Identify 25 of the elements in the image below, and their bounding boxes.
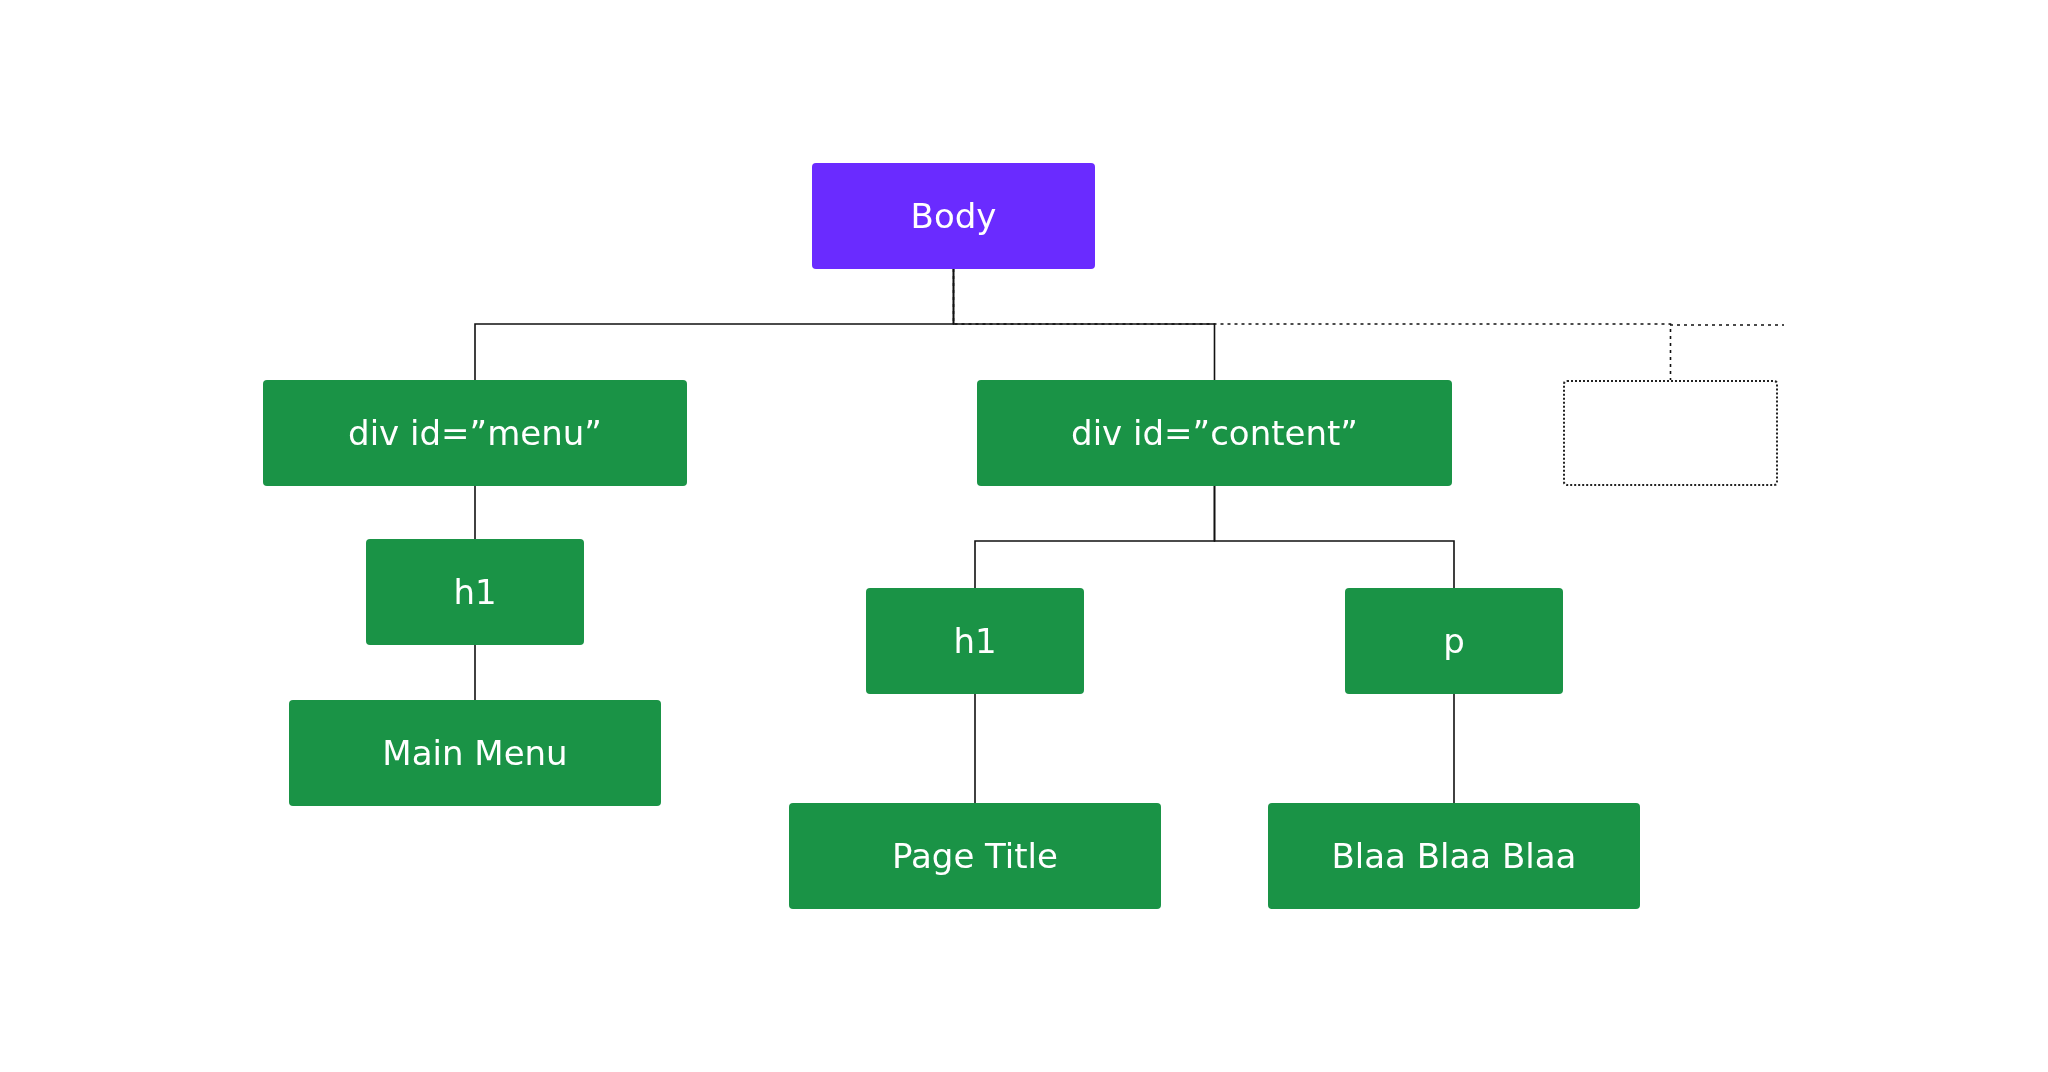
element-box	[977, 380, 1452, 486]
empty-placeholder-box	[1563, 380, 1778, 486]
connector-line	[474, 485, 476, 540]
connector-line	[1213, 485, 1455, 589]
element-label: h1	[953, 621, 997, 661]
element-box	[289, 700, 661, 806]
connector-line	[474, 644, 476, 701]
element-label: h1	[453, 572, 497, 612]
element-label: Body	[910, 196, 997, 236]
element-box	[1268, 803, 1640, 909]
element-label: div id=”menu”	[348, 413, 602, 453]
element-label: Main Menu	[382, 733, 568, 773]
element-label: p	[1443, 621, 1465, 661]
element-label: Blaa Blaa Blaa	[1331, 836, 1577, 876]
element-box	[263, 380, 687, 486]
element-box	[366, 539, 584, 645]
element-box	[812, 163, 1095, 269]
connector-line	[952, 268, 1672, 381]
element-box	[789, 803, 1161, 909]
connector-line	[1453, 693, 1455, 804]
connector-line	[974, 693, 976, 804]
element-label: div id=”content”	[1071, 413, 1358, 453]
element-label: Page Title	[892, 836, 1058, 876]
element-box	[866, 588, 1084, 694]
element-box	[1345, 588, 1563, 694]
